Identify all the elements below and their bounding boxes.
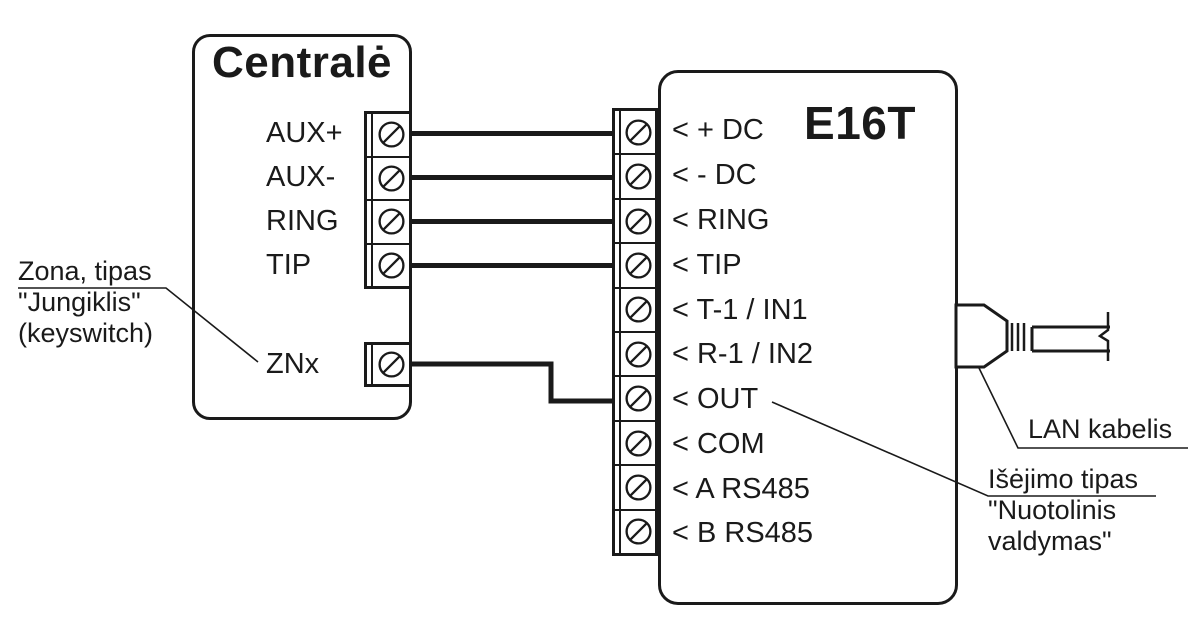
screw-terminal (615, 153, 655, 197)
lan-connector (954, 303, 1009, 369)
e16t-terminal-label: < R-1 / IN2 (672, 338, 814, 370)
screw-icon (625, 474, 652, 501)
zone-annotation-line3: (keyswitch) (18, 318, 154, 348)
output-annotation-line2: "Nuotolinis (988, 495, 1117, 525)
centrale-terminal-label: AUX+ (266, 117, 343, 149)
screw-terminal (615, 242, 655, 286)
centrale-terminal-block (364, 111, 412, 289)
screw-terminal (367, 114, 409, 156)
screw-icon (625, 163, 652, 190)
zone-annotation-line2: "Jungiklis" (18, 287, 141, 317)
screw-terminal (615, 419, 655, 464)
zone-annotation-line1: Zona, tipas (18, 256, 152, 286)
e16t-terminal-label: < A RS485 (672, 473, 810, 505)
centrale-title: Centralė (211, 38, 393, 87)
lan-cable (1030, 325, 1110, 353)
e16t-terminal-label: < COM (672, 428, 765, 460)
screw-icon (625, 296, 652, 323)
lan-cable-label: LAN kabelis (1028, 414, 1173, 444)
e16t-terminal-label: < TIP (672, 249, 742, 281)
e16t-terminal-label: < B RS485 (672, 517, 814, 549)
centrale-terminal-label: TIP (266, 249, 312, 281)
screw-terminal (367, 155, 409, 200)
screw-icon (378, 121, 405, 148)
screw-icon (378, 208, 405, 235)
e16t-terminal-label: < RING (672, 204, 770, 236)
screw-terminal (615, 111, 655, 153)
output-annotation-line3: valdymas" (988, 526, 1112, 556)
screw-icon (625, 207, 652, 235)
e16t-terminal-label: < + DC (672, 114, 764, 146)
screw-terminal (367, 242, 409, 287)
screw-icon (625, 429, 652, 457)
screw-icon (378, 351, 405, 378)
e16t-terminal-label: < - DC (672, 159, 757, 191)
screw-terminal (615, 286, 655, 331)
screw-terminal (615, 464, 655, 508)
screw-icon (625, 119, 652, 146)
e16t-terminal-label: < T-1 / IN1 (672, 294, 808, 326)
cable-break-icon (1097, 312, 1110, 361)
output-annotation: Išėjimo tipas "Nuotolinis valdymas" (988, 464, 1138, 557)
screw-icon (378, 165, 405, 192)
e16t-terminal-block (612, 108, 658, 556)
zone-terminal-block (364, 342, 412, 387)
screw-icon (625, 518, 652, 545)
screw-terminal (615, 375, 655, 419)
output-annotation-line1: Išėjimo tipas (988, 464, 1139, 494)
centrale-terminal-label: AUX- (266, 161, 336, 193)
screw-icon (378, 252, 405, 279)
centrale-terminal-label: RING (266, 205, 339, 237)
screw-terminal (615, 331, 655, 375)
zone-terminal-label: ZNx (266, 348, 320, 380)
e16t-title: E16T (804, 97, 916, 149)
screw-terminal (615, 197, 655, 242)
screw-terminal (367, 199, 409, 243)
screw-terminal (615, 508, 655, 553)
screw-icon (625, 252, 652, 279)
wire-znx-to-out (412, 361, 612, 404)
e16t-terminal-label: < OUT (672, 383, 759, 415)
screw-terminal (367, 345, 409, 384)
screw-icon (625, 385, 652, 412)
screw-icon (625, 341, 652, 368)
zone-annotation: Zona, tipas "Jungiklis" (keyswitch) (18, 256, 153, 349)
